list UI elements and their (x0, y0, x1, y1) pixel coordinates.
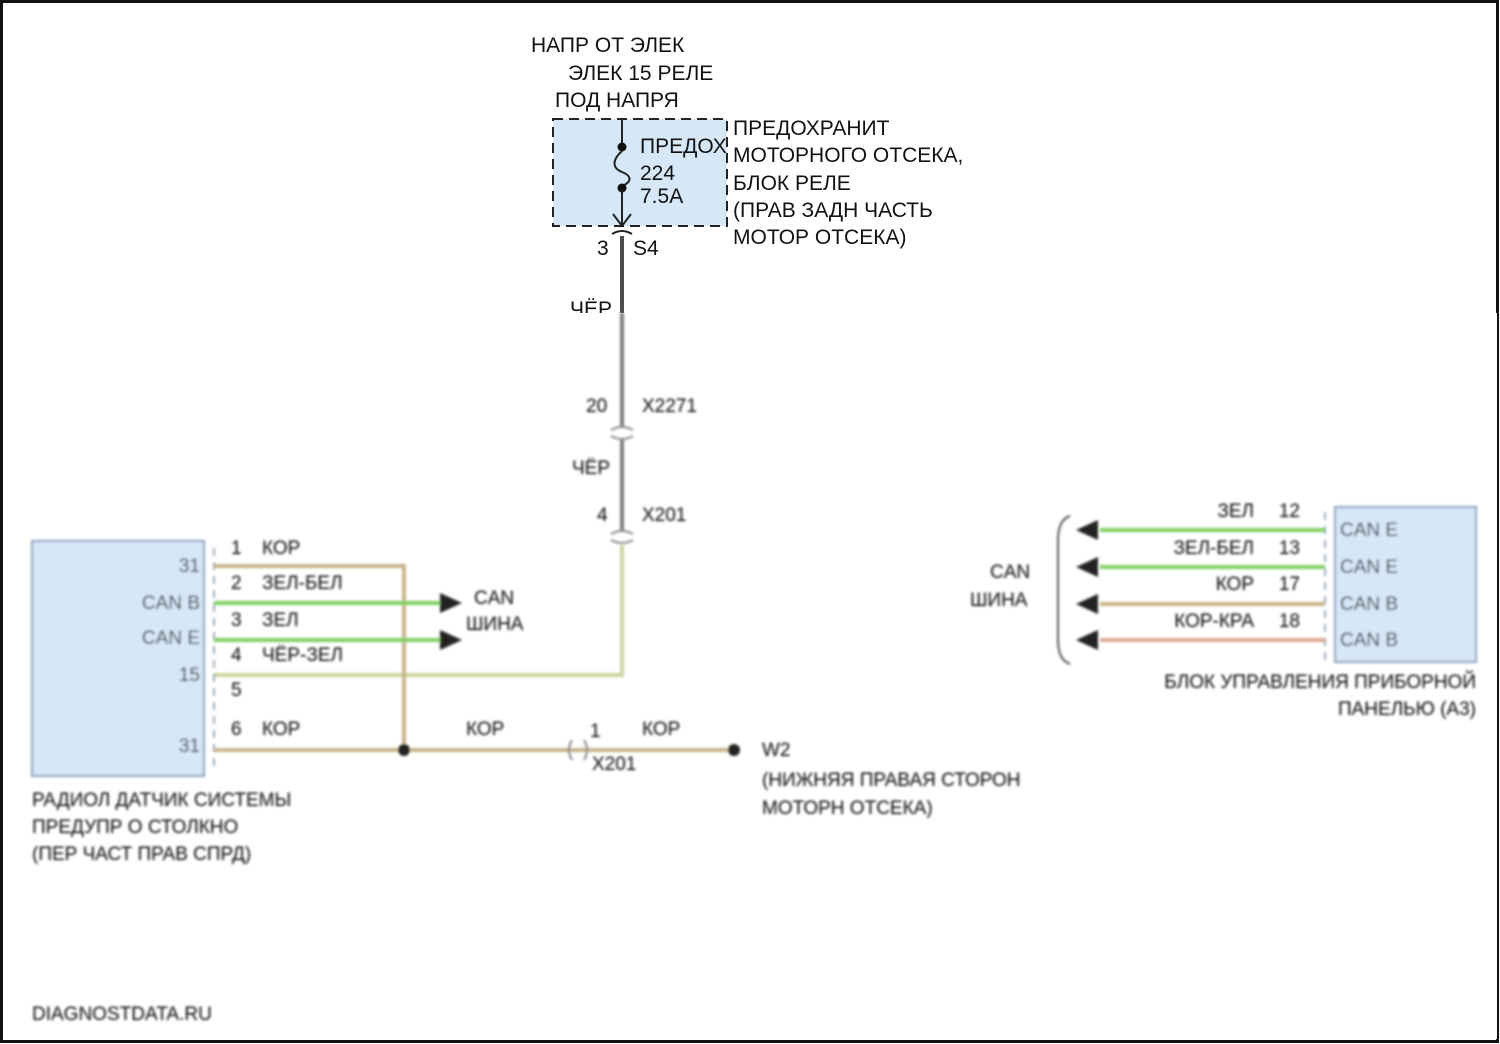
fuse-desc-line: МОТОР ОТСЕКА) (733, 226, 906, 249)
sensor-pin-label: 31 (179, 556, 200, 577)
connector-x201-pin: 4 (597, 505, 608, 526)
ground-wire-left-color: КОР (466, 719, 504, 740)
ground-connector-pin: 1 (590, 721, 601, 742)
sensor-pin-number: 5 (231, 680, 242, 701)
sensor-can-label: CAN (474, 588, 514, 609)
sensor-wire-color: КОР (262, 538, 300, 559)
fuse-block-description: ПРЕДОХРАНИТ МОТОРНОГО ОТСЕКА, БЛОК РЕЛЕ … (733, 117, 963, 249)
instrument-name-line: БЛОК УПРАВЛЕНИЯ ПРИБОРНОЙ (1164, 671, 1476, 693)
power-source-line2: ЭЛЕК 15 РЕЛЕ (568, 62, 713, 85)
instrument-wire-color: ЗЕЛ-БЕЛ (1173, 538, 1254, 559)
fuse-number: 224 (640, 162, 675, 185)
sensor-pin-label: CAN E (142, 628, 200, 649)
instrument-can-label2: ШИНА (970, 590, 1028, 611)
fuse-desc-line: ПРЕДОХРАНИТ (733, 117, 890, 140)
instrument-pin-number: 18 (1279, 611, 1300, 632)
instrument-name-line: ПАНЕЛЬЮ (А3) (1338, 699, 1476, 720)
instrument-signal-label: CAN B (1340, 630, 1398, 651)
ground-connector-name: X201 (592, 754, 636, 775)
connector-x2271-pin: 20 (586, 396, 607, 417)
instrument-signal-label: CAN E (1340, 557, 1398, 578)
ground-point-icon (728, 744, 740, 756)
ground-desc-line: (НИЖНЯЯ ПРАВАЯ СТОРОН (762, 770, 1021, 791)
main-wire-mid-color: ЧЁР (572, 458, 610, 479)
sensor-wire-color: ЗЕЛ (262, 610, 299, 631)
sensor-pin-label: 15 (179, 665, 200, 686)
connector-x2271-name: X2271 (642, 396, 697, 417)
sensor-wire-color: КОР (262, 719, 300, 740)
connector-s4-pin: 3 (597, 237, 609, 260)
sensor-wire-color: ЗЕЛ-БЕЛ (262, 573, 343, 594)
sensor-pin-label: CAN B (142, 593, 200, 614)
instrument-pin-number: 13 (1279, 538, 1300, 559)
fuse-terminal-top (618, 143, 627, 152)
connector-s4: 3 S4 (597, 231, 659, 260)
instrument-pin-number: 12 (1279, 501, 1300, 522)
ground-desc-line: МОТОРН ОТСЕКА) (762, 798, 933, 819)
sensor-pin-label: 31 (179, 736, 200, 757)
fuse-desc-line: (ПРАВ ЗАДН ЧАСТЬ (733, 199, 933, 222)
power-source-line1: НАПР ОТ ЭЛЕК (531, 34, 685, 57)
sensor-can-label2: ШИНА (466, 614, 524, 635)
instrument-signal-label: CAN B (1340, 594, 1398, 615)
instrument-wire-color: КОР-КРА (1174, 611, 1254, 632)
sensor-name-line: ПРЕДУПР О СТОЛКНО (32, 817, 238, 838)
fuse-block: ПРЕДОХ 224 7.5A (553, 119, 727, 226)
instrument-pin-number: 17 (1279, 574, 1300, 595)
instrument-wire-color: ЗЕЛ (1217, 501, 1254, 522)
sensor-pin-number: 1 (231, 538, 242, 559)
connector-x201-name: X201 (642, 505, 686, 526)
fuse-desc-line: МОТОРНОГО ОТСЕКА, (733, 144, 963, 167)
instrument-wire-color: КОР (1216, 574, 1254, 595)
connector-s4-name: S4 (633, 237, 659, 260)
power-source-label: НАПР ОТ ЭЛЕК ЭЛЕК 15 РЕЛЕ ПОД НАПРЯ (531, 34, 713, 112)
sensor-wire-color: ЧЁР-ЗЕЛ (262, 645, 343, 666)
sensor-pin-number: 4 (231, 645, 242, 666)
watermark: DIAGNOSTDATA.RU (32, 1004, 212, 1025)
ground-wire-right-color: КОР (642, 719, 680, 740)
power-source-line3: ПОД НАПРЯ (555, 89, 679, 112)
sensor-pin-number: 2 (231, 573, 242, 594)
instrument-can-label: CAN (990, 562, 1030, 583)
sensor-pin-number: 6 (231, 719, 242, 740)
fuse-rating: 7.5A (640, 185, 683, 208)
splice-point (398, 744, 410, 756)
ground-point-name: W2 (762, 740, 791, 761)
sensor-name-line: РАДИОЛ ДАТЧИК СИСТЕМЫ (32, 790, 291, 811)
fuse-name: ПРЕДОХ (640, 135, 727, 158)
sensor-pin-number: 3 (231, 610, 242, 631)
fuse-desc-line: БЛОК РЕЛЕ (733, 172, 851, 195)
connector-s4-symbol (612, 231, 632, 234)
instrument-signal-label: CAN E (1340, 520, 1398, 541)
sensor-name-line: (ПЕР ЧАСТ ПРАВ СПРД) (32, 844, 251, 865)
